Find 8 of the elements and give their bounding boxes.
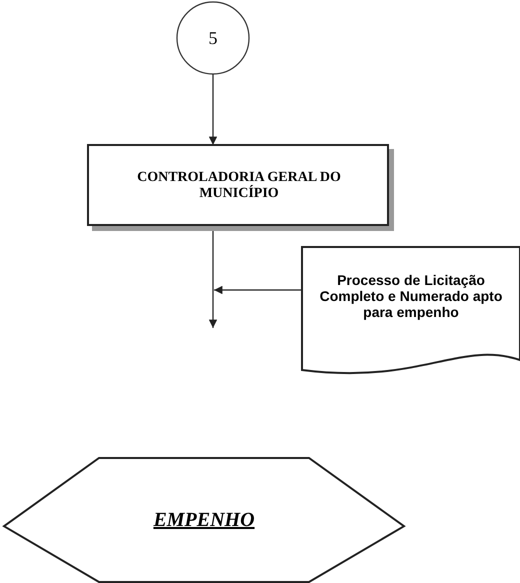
node-label: Processo de Licitação Completo e Numerado apto para empenho bbox=[318, 272, 504, 320]
arrow bbox=[208, 74, 218, 145]
terminal-hexagon bbox=[4, 458, 404, 582]
node-label: 5 bbox=[208, 28, 218, 48]
arrow bbox=[214, 286, 302, 294]
arrow bbox=[208, 231, 218, 328]
node-label: EMPENHO bbox=[153, 508, 255, 532]
connector-circle bbox=[177, 2, 249, 74]
